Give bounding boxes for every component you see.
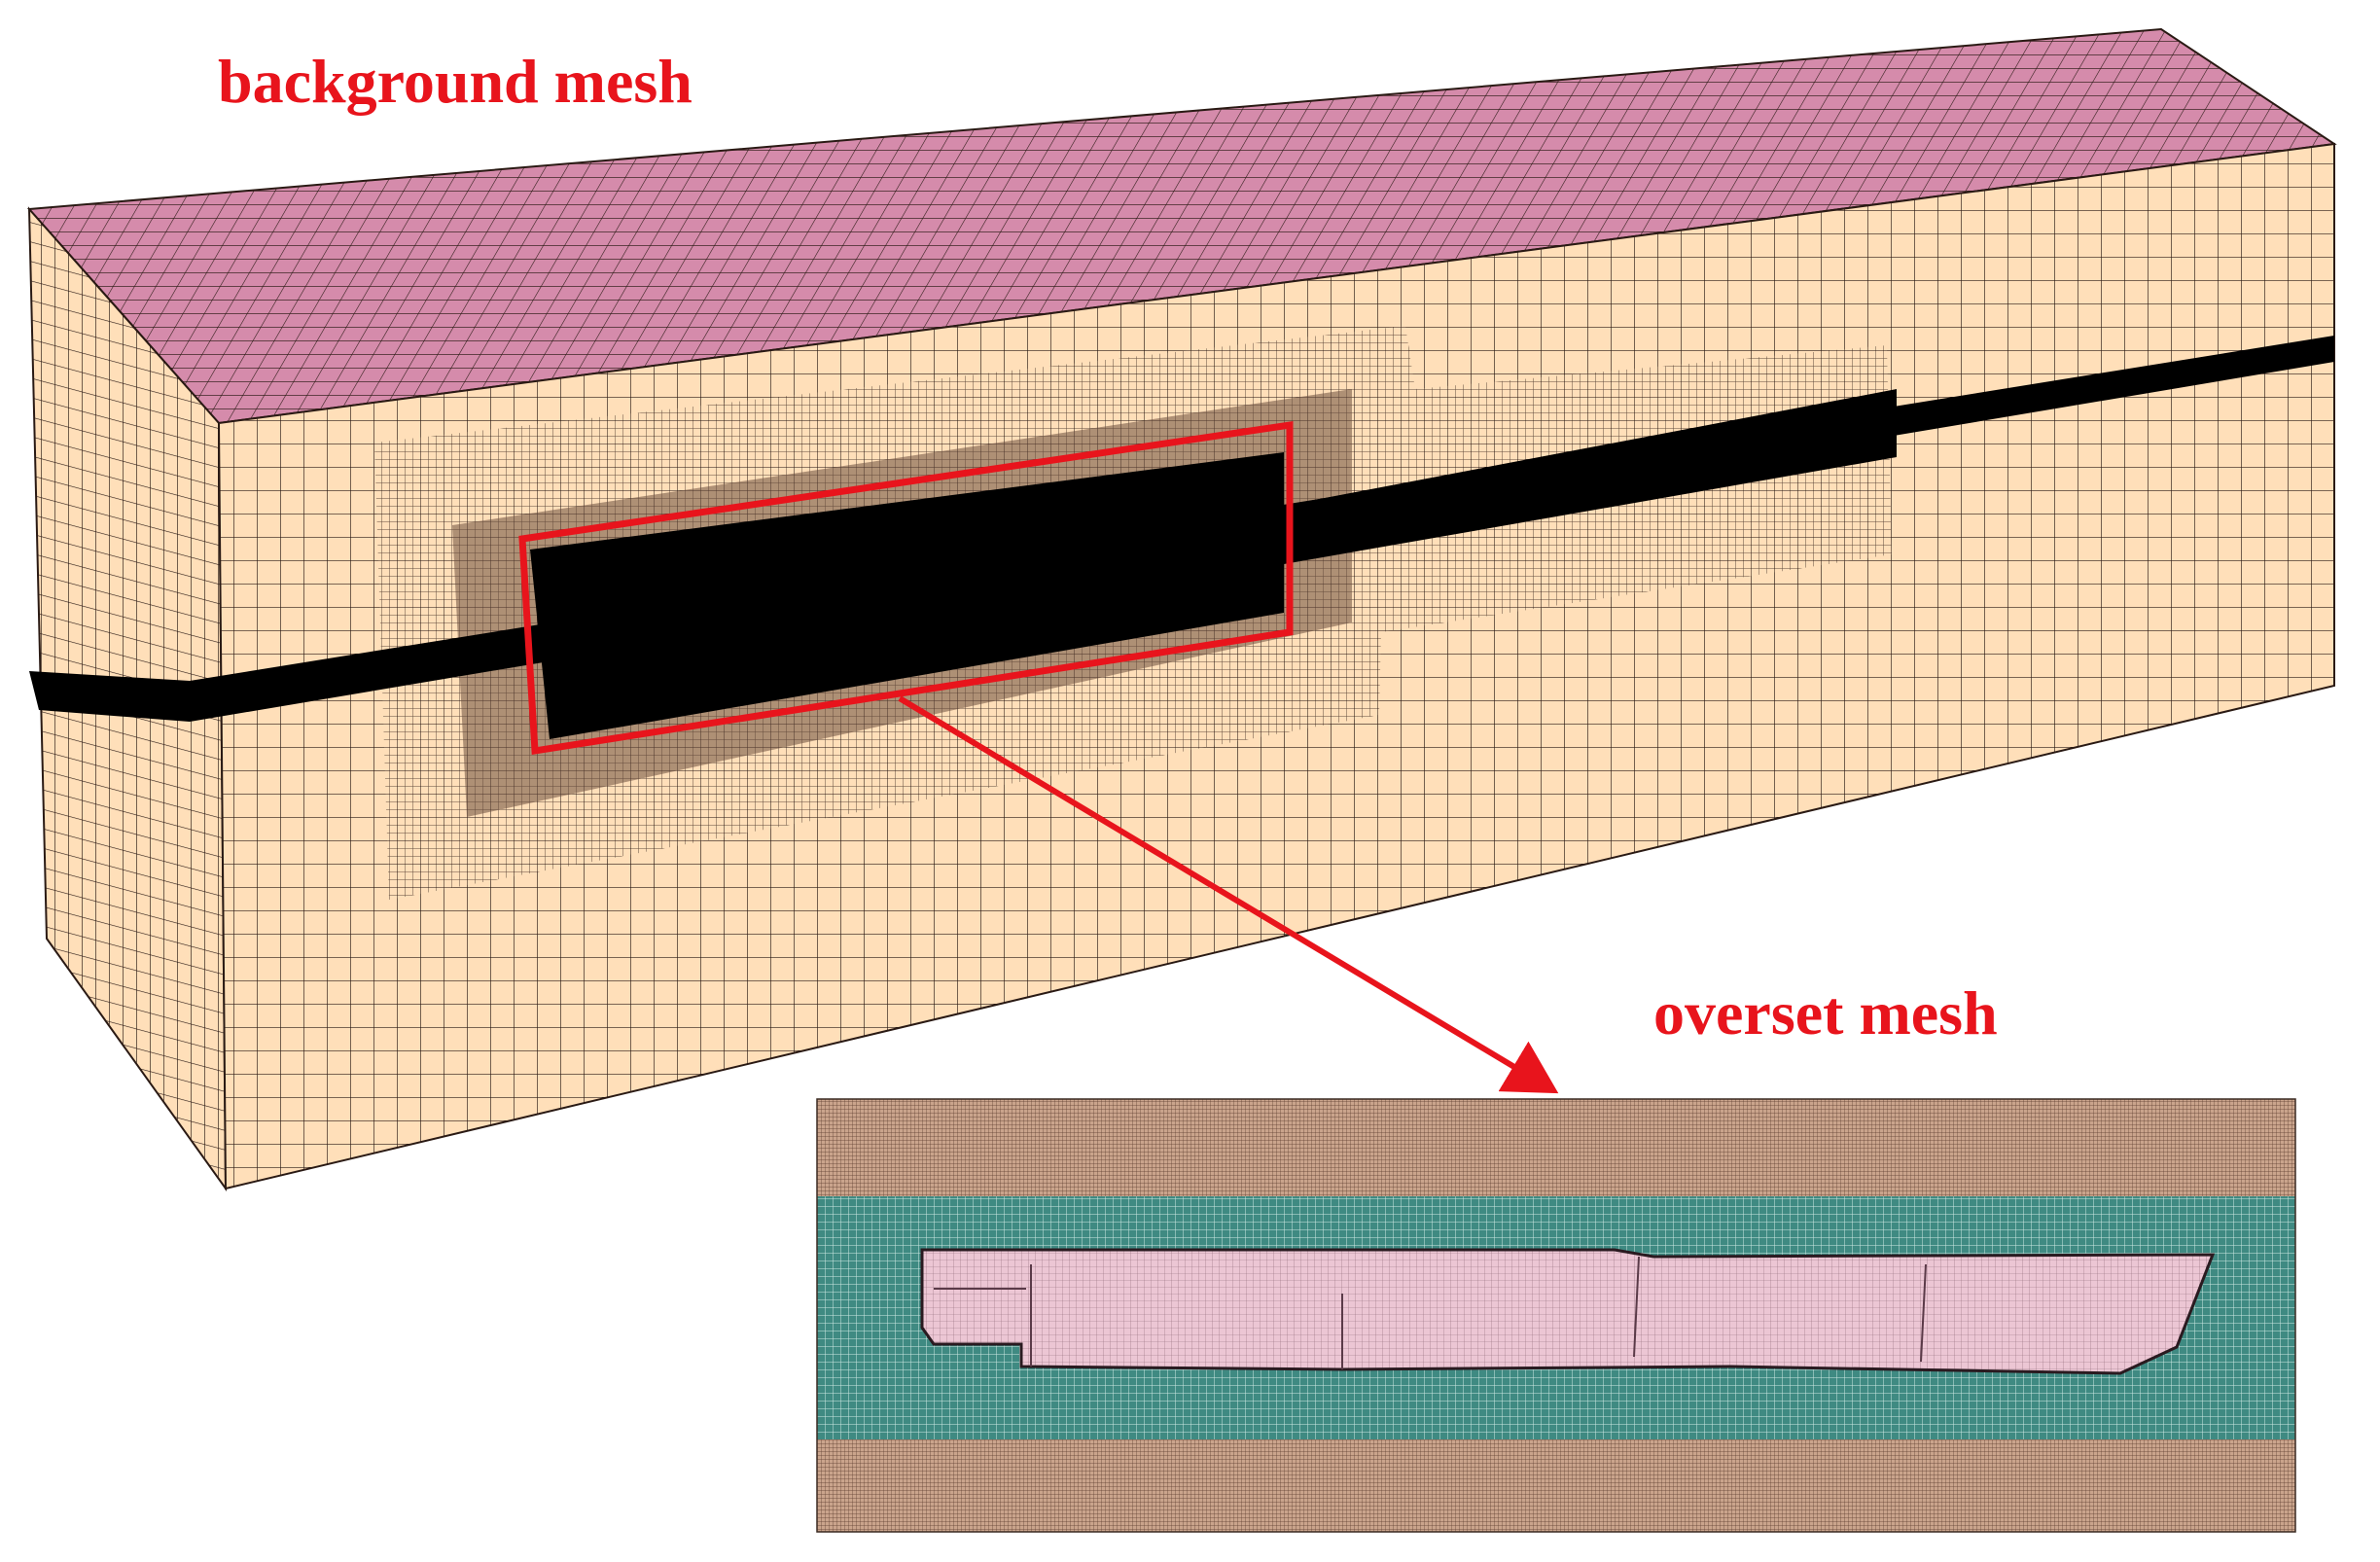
refined-region: [530, 452, 1284, 739]
arrow-icon: [898, 695, 1559, 1094]
waterline-band-front: [29, 671, 190, 722]
overset-region-highlight: [518, 420, 1294, 756]
overset-panel-border: [816, 1098, 2296, 1533]
overset-outer-bottom: [817, 1439, 2295, 1532]
refined-wake: [1284, 389, 1897, 564]
background-mesh-label: background mesh: [218, 47, 693, 116]
hull-detail-lines: [934, 1256, 1927, 1369]
overset-outer-top: [817, 1099, 2295, 1196]
overset-mesh-panel: [816, 1098, 2296, 1533]
ship-hull-icon: [920, 1248, 2216, 1375]
overset-mesh-label: overset mesh: [1653, 978, 1998, 1047]
background-mesh: [26, 27, 2337, 1192]
